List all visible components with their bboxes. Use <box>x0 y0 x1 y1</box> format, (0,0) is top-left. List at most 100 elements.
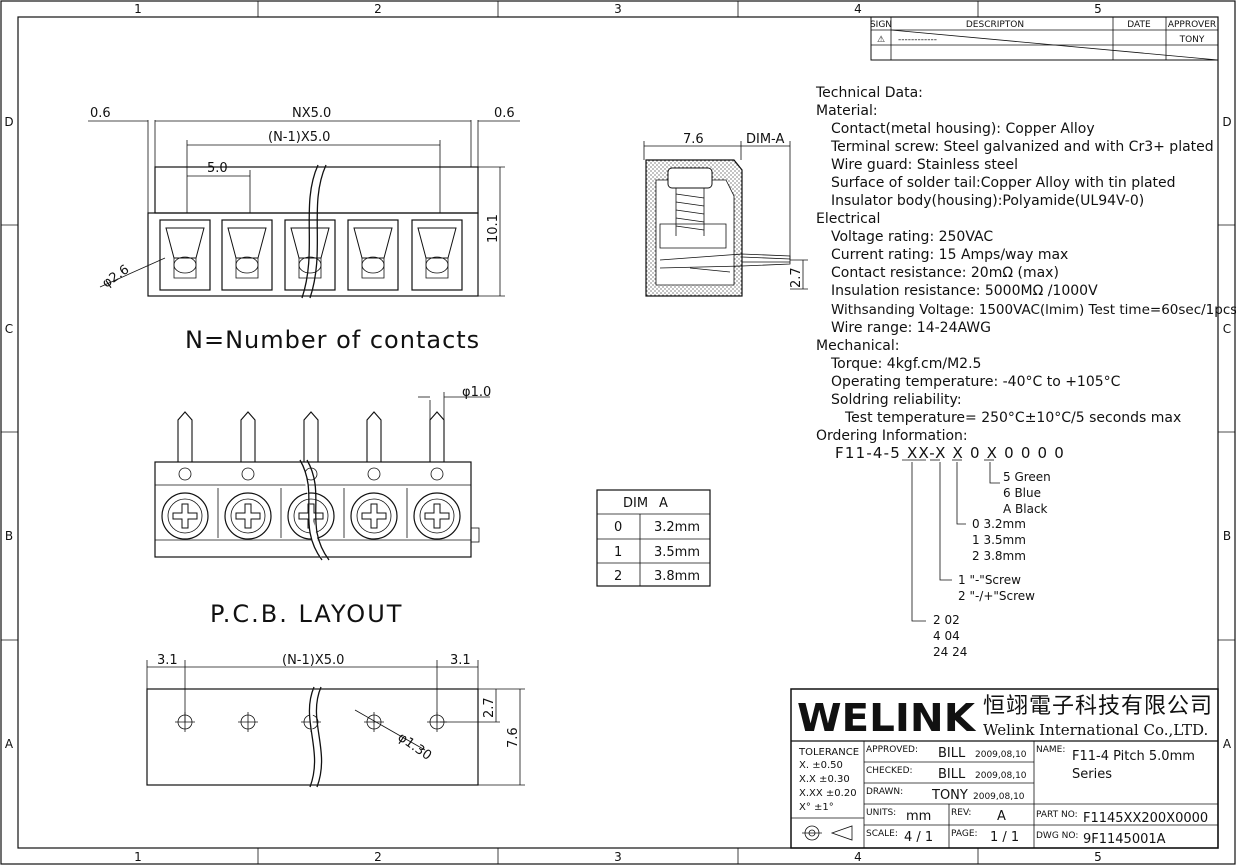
front-view: 0.6 NX5.0 0.6 (N-1)X5.0 5.0 10.1 φ2.6 N=… <box>88 106 520 354</box>
screw-option-1: 1 "-"Screw <box>958 573 1021 587</box>
tech-solder-tail: Surface of solder tail:Copper Alloy with… <box>831 175 1176 191</box>
hole-dim-inner: (N-1)X5.0 <box>282 653 344 668</box>
col-label-bottom-2: 2 <box>374 850 382 864</box>
pole-option-24: 24 24 <box>933 645 967 659</box>
col-label-bottom-3: 3 <box>614 850 622 864</box>
rev-label: REV: <box>951 808 971 818</box>
screw-option-2: 2 "-/+"Screw <box>958 589 1035 603</box>
checked-label: CHECKED: <box>866 766 913 776</box>
dim-height: 10.1 <box>486 214 501 243</box>
tech-torque: Torque: 4kgf.cm/M2.5 <box>830 356 981 372</box>
color-option-6: 6 Blue <box>1003 486 1041 500</box>
units-value: mm <box>906 809 931 824</box>
revision-table: SIGN DESCRIPTON DATE APPROVER ⚠ TONY ---… <box>870 16 1219 61</box>
page-value: 1 / 1 <box>990 830 1019 845</box>
ordering-code: F11-4-5 XX-X X 0 X 0 0 0 0 <box>835 444 1065 462</box>
row-label-right-b: B <box>1223 529 1231 543</box>
row-label-right-a: A <box>1223 737 1232 751</box>
rev-header-approver: APPROVER <box>1168 20 1216 30</box>
side-view: 7.6 DIM-A 2.7 <box>643 132 808 297</box>
approved-label: APPROVED: <box>866 745 918 755</box>
tech-operating-temp: Operating temperature: -40°C to +105°C <box>831 374 1121 390</box>
row-label-left-c: C <box>5 322 13 336</box>
scale-value: 4 / 1 <box>904 830 933 845</box>
checked-date: 2009,08,10 <box>975 771 1027 781</box>
part-name-line2: Series <box>1072 767 1112 782</box>
tech-ordering: Ordering Information: <box>816 428 968 444</box>
dim-option-0: 0 3.2mm <box>972 517 1026 531</box>
rev-value: A <box>997 809 1006 824</box>
tech-screw: Terminal screw: Steel galvanized and wit… <box>830 139 1214 155</box>
hole-dim-h1: 2.7 <box>482 697 497 718</box>
hole-dim-diameter: φ1.30 <box>395 730 434 764</box>
col-label-top-5: 5 <box>1094 2 1102 16</box>
dim-table-header-a: A <box>659 496 668 511</box>
tolerance-label: TOLERANCE <box>798 747 859 758</box>
col-label-bottom-1: 1 <box>134 850 142 864</box>
col-label-top-1: 1 <box>134 2 142 16</box>
dim-table-code-0: 0 <box>614 520 622 535</box>
terminal-cavities <box>159 219 463 291</box>
pins <box>177 411 445 462</box>
technical-data: Technical Data: Material: Contact(metal … <box>815 85 1236 444</box>
dim-table-value-0: 3.2mm <box>654 520 700 535</box>
tech-mechanical: Mechanical: <box>816 338 900 354</box>
tech-current: Current rating: 15 Amps/way max <box>831 247 1068 263</box>
partno-label: PART NO: <box>1036 810 1078 820</box>
caption-pcb-layout: P.C.B. LAYOUT <box>210 600 403 628</box>
tech-soldering: Soldring reliability: <box>831 392 962 408</box>
tech-voltage: Voltage rating: 250VAC <box>831 229 993 245</box>
company-name-en: Welink International Co.,LTD. <box>983 721 1208 739</box>
col-label-top-3: 3 <box>614 2 622 16</box>
tolerance-xx: X.X ±0.30 <box>799 774 850 785</box>
units-label: UNITS: <box>866 808 896 818</box>
row-label-right-c: C <box>1223 322 1231 336</box>
dim-table-value-1: 3.5mm <box>654 545 700 560</box>
dim-left-margin: 0.6 <box>90 106 111 121</box>
part-name-line1: F11-4 Pitch 5.0mm <box>1072 749 1195 764</box>
approved-date: 2009,08,10 <box>975 750 1027 760</box>
dim-pitch: 5.0 <box>207 161 228 176</box>
tech-insulator: Insulator body(housing):Polyamide(UL94V-… <box>831 193 1144 209</box>
tech-withstand: Withsanding Voltage: 1500VAC(lmim) Test … <box>831 302 1236 318</box>
hole-dim-left: 3.1 <box>157 653 178 668</box>
part-number: F1145XX200X0000 <box>1083 811 1208 826</box>
tech-contact: Contact(metal housing): Copper Alloy <box>831 121 1095 137</box>
hole-dim-h2: 7.6 <box>506 727 521 748</box>
row-label-left-b: B <box>5 529 13 543</box>
drawing-number: 9F1145001A <box>1083 832 1166 847</box>
color-option-5: 5 Green <box>1003 470 1051 484</box>
tech-wire-range: Wire range: 14-24AWG <box>831 320 991 336</box>
drawn-name: TONY <box>931 788 968 803</box>
pole-option-2: 2 02 <box>933 613 960 627</box>
dim-table-code-1: 1 <box>614 545 622 560</box>
side-dim-pin: 2.7 <box>789 267 804 288</box>
col-label-bottom-5: 5 <box>1094 850 1102 864</box>
tech-insulation-res: Insulation resistance: 5000MΩ /1000V <box>831 283 1098 299</box>
dim-option-1: 1 3.5mm <box>972 533 1026 547</box>
warning-icon: ⚠ <box>877 35 885 45</box>
rev-description-value: ------------ <box>898 35 937 45</box>
pin-diameter: φ1.0 <box>462 385 491 400</box>
row-label-left-a: A <box>5 737 14 751</box>
color-option-a: A Black <box>1003 502 1048 516</box>
tolerance-angle: X° ±1° <box>799 802 834 813</box>
row-label-left-d: D <box>4 115 13 129</box>
rev-header-date: DATE <box>1127 20 1151 30</box>
dim-right-margin: 0.6 <box>494 106 515 121</box>
tech-wire-guard: Wire guard: Stainless steel <box>831 157 1018 173</box>
tech-electrical: Electrical <box>816 211 880 227</box>
ordering-tree: F11-4-5 XX-X X 0 X 0 0 0 0 5 Green 6 Blu… <box>835 444 1065 659</box>
row-label-right-d: D <box>1222 115 1231 129</box>
dim-table: DIM A 0 3.2mm 1 3.5mm 2 3.8mm <box>596 489 711 587</box>
dim-table-value-2: 3.8mm <box>654 569 700 584</box>
rev-header-sign: SIGN <box>870 20 892 30</box>
pcb-hole-layout: 3.1 (N-1)X5.0 3.1 2.7 7.6 φ1.30 <box>146 653 525 788</box>
name-label: NAME: <box>1036 745 1065 755</box>
tech-material: Material: <box>816 103 878 119</box>
side-dim-width: 7.6 <box>683 132 704 147</box>
dim-table-code-2: 2 <box>614 569 622 584</box>
drawn-label: DRAWN: <box>866 787 903 797</box>
col-label-top-2: 2 <box>374 2 382 16</box>
